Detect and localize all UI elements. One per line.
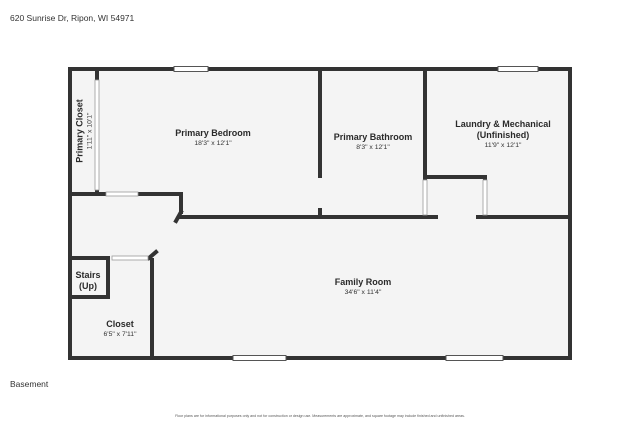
property-address: 620 Sunrise Dr, Ripon, WI 54971 [10, 13, 135, 23]
window-family-2 [445, 355, 504, 361]
room-dimensions: 34'6" x 11'4" [344, 289, 382, 296]
door-stairs [111, 255, 149, 261]
wall-hall-corner [173, 209, 184, 224]
room-dimensions: 18'3" x 12'1" [194, 140, 232, 147]
window-bedroom [173, 66, 209, 72]
room-name: Primary Bedroom [175, 128, 251, 138]
room-name: Family Room [334, 277, 392, 287]
wall-closet-angle [146, 249, 159, 261]
floor-level-label: Basement [10, 379, 49, 389]
room-primary-closet: Primary Closet 1'11" x 10'1" [75, 99, 96, 163]
door-laundry-right [482, 179, 488, 216]
room-family-room: Family Room 34'6" x 11'4" [335, 277, 392, 298]
room-dimensions: 8'3" x 12'1" [356, 144, 390, 151]
room-name: Closet [106, 319, 134, 329]
room-name-sub: (Unfinished) [476, 130, 530, 140]
room-laundry: Laundry & Mechanical (Unfinished) 11'9" … [455, 119, 551, 151]
door-laundry [422, 179, 428, 216]
room-name: Primary Closet [74, 99, 85, 163]
room-name-sub: (Up) [78, 281, 97, 291]
room-closet: Closet 6'5" x 7'11" [104, 319, 137, 340]
door-hall [105, 191, 139, 197]
room-dimensions: 6'5" x 7'11" [103, 331, 137, 338]
window-laundry [497, 66, 539, 72]
room-primary-bedroom: Primary Bedroom 18'3" x 12'1" [175, 128, 251, 149]
room-name: Laundry & Mechanical [455, 119, 551, 129]
window-family-1 [232, 355, 287, 361]
disclaimer-text: Floor plans are for informational purpos… [175, 414, 465, 418]
room-name: Primary Bathroom [333, 132, 413, 142]
room-dimensions: 1'11" x 10'1" [86, 112, 94, 150]
door-closet-primary [94, 79, 100, 191]
room-stairs: Stairs (Up) [75, 270, 100, 292]
room-primary-bathroom: Primary Bathroom 8'3" x 12'1" [334, 132, 413, 153]
room-dimensions: 11'9" x 12'1" [484, 142, 522, 149]
room-name: Stairs [75, 270, 101, 280]
